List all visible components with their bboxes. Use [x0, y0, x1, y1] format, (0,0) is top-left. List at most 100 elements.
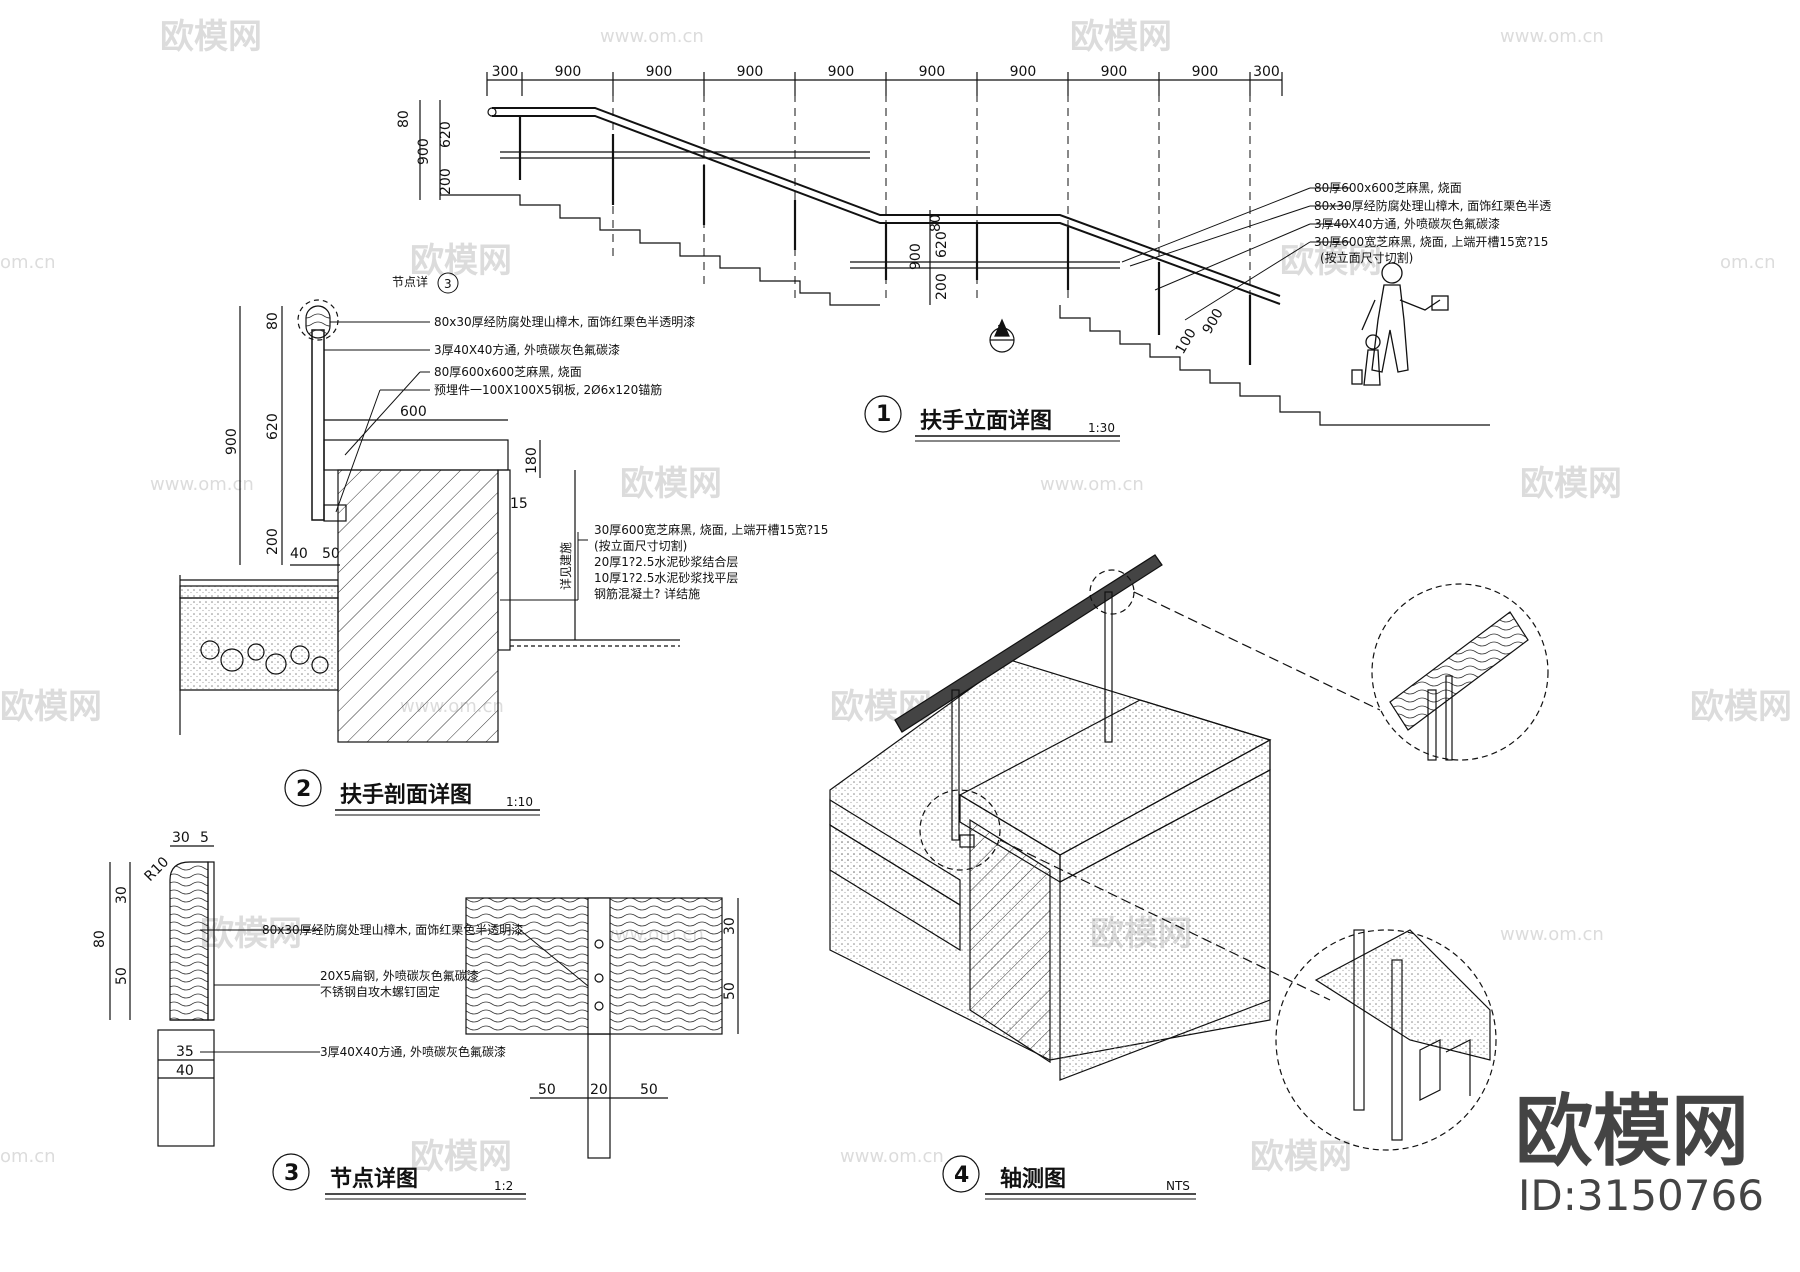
node-note: 3厚40X40方通, 外喷碳灰色氟碳漆: [320, 1044, 506, 1059]
elevation-dim-left: 80: [396, 110, 412, 128]
elevation-top-dim: 900: [1192, 64, 1219, 80]
watermark-url: www.om.cn: [600, 26, 704, 47]
enlarged-anchor: [1419, 1039, 1441, 1101]
wall-cut-face: [969, 818, 1051, 1064]
node-note: 80x30厚经防腐处理山樟木, 面饰红栗色半透明漆: [262, 922, 523, 937]
callout-leader: [999, 839, 1331, 1001]
elevation-leaders: [1121, 187, 1350, 321]
section-side-label: 详见建施: [558, 542, 573, 590]
watermark-url: www.om.cn: [1500, 26, 1604, 47]
watermark-url: www.om.cn: [1500, 924, 1604, 945]
section-note: 预埋件一100X100X5钢板, 2Ø6x120锚筋: [434, 382, 662, 397]
watermark-brand: 欧模网: [1690, 687, 1792, 727]
granite-cap: [323, 439, 509, 471]
elevation-dim-left: 620: [438, 121, 454, 148]
square-tube-section: [157, 1029, 215, 1147]
enlarged-anchor: [1445, 1039, 1471, 1096]
elevation-note: 80x30厚经防腐处理山樟木, 面饰红栗色半透: [1314, 198, 1551, 213]
upper-stair-flight: [440, 194, 880, 306]
enlarged-post: [1445, 675, 1453, 761]
drawing-number-circle: [284, 769, 322, 807]
section-dim: 600: [400, 404, 427, 420]
watermark-url: om.cn: [0, 252, 56, 273]
handrail-timber: [305, 305, 331, 339]
drawing-scale: 1:30: [1088, 421, 1115, 435]
wall-front-face: [1059, 769, 1271, 1081]
elevation-note: 80厚600x600芝麻黑, 烧面: [1314, 180, 1462, 195]
drawing-number-circle: [942, 1155, 980, 1193]
node-labels: 30 5 80 30 50 R10 35 40 30 50 50 20 50 8…: [92, 830, 738, 1200]
enlarged-timber: [1389, 611, 1529, 731]
node-leaders: [200, 929, 589, 1053]
node-dim-bottom: 40: [176, 1063, 194, 1079]
screw-hole: [594, 973, 604, 983]
paving-layer: [179, 585, 339, 599]
gravel-stones: [200, 640, 329, 675]
section-dim: 15: [510, 496, 528, 512]
section-note: 10厚1?2.5水泥砂浆找平层: [594, 570, 738, 585]
watermark-brand: 欧模网: [1280, 241, 1382, 281]
elevation-top-dim: 300: [492, 64, 519, 80]
watermark-brand: 欧模网: [410, 241, 512, 281]
brand-id: ID:3150766: [1518, 1171, 1764, 1220]
node-dim-right: 50: [722, 982, 738, 1000]
section-mark-number: 2: [997, 323, 1006, 339]
watermark-brand: 欧模网: [160, 17, 262, 57]
watermark-url: www.om.cn: [1040, 474, 1144, 495]
watermark-brand: 欧模网: [200, 914, 302, 954]
node-dim-left: 30: [114, 886, 130, 904]
section-leaders: [324, 321, 588, 601]
node-dim-left: 80: [92, 930, 108, 948]
watermark-url: om.cn: [1720, 252, 1776, 273]
flat-steel-plan: [587, 897, 611, 1035]
detail-ref-label: 节点详: [392, 274, 428, 289]
concrete-wall: [337, 469, 499, 743]
handrail-post: [1104, 591, 1113, 743]
watermark-url: www.om.cn: [840, 1146, 944, 1167]
enlarged-detail-top: [1371, 583, 1549, 761]
timber-section: [169, 861, 209, 1021]
gravel-layer: [829, 823, 961, 952]
node-radius: R10: [142, 854, 173, 885]
watermark-url: www.om.cn: [150, 474, 254, 495]
callout-leader: [1133, 591, 1381, 711]
node-dim-top: 30: [172, 830, 190, 846]
section-dim: 180: [524, 447, 540, 474]
section-dim: 200: [265, 528, 281, 555]
elevation-step-dim: 900: [1200, 306, 1227, 337]
screw-hole: [594, 939, 604, 949]
elevation-top-dim: 900: [555, 64, 582, 80]
drawing-number: 2: [296, 777, 311, 802]
node-detail-drawing: [109, 845, 739, 1159]
drawing-title: 轴测图: [1000, 1166, 1066, 1192]
handrail-post: [311, 329, 325, 521]
watermark-brand: 欧模网: [1070, 17, 1172, 57]
watermark-brand: 欧模网: [0, 687, 102, 727]
node-dim-plan: 50: [538, 1082, 556, 1098]
granite-facing: [497, 469, 511, 651]
lower-stair-flight: [1059, 305, 1490, 426]
drawing-number: 4: [954, 1163, 969, 1188]
section-dim: 40: [290, 546, 308, 562]
scale-figures: [1351, 262, 1449, 386]
watermark-brand: 欧模网: [1520, 464, 1622, 504]
detail-ref-number: 3: [444, 277, 452, 291]
elevation-top-dim: 300: [1253, 64, 1280, 80]
section-labels: 节点详 3 80 620 200 900 600 180 15 40 50 详见…: [224, 272, 828, 816]
section-note: 3厚40X40方通, 外喷碳灰色氟碳漆: [434, 342, 620, 357]
drawing-title: 扶手剖面详图: [340, 782, 472, 808]
elevation-dim-mid: 620: [934, 231, 950, 258]
node-dim-plan: 20: [590, 1082, 608, 1098]
section-dim: 80: [265, 312, 281, 330]
handrail-end-cap: [487, 107, 497, 117]
post-base-bracket: [959, 834, 975, 848]
axonometric-labels: 4 轴测图 NTS: [942, 1155, 1196, 1200]
handrail-top-line: [492, 107, 1281, 297]
dimension-ticks: [486, 72, 1283, 96]
handrail-bottom-line: [492, 115, 1281, 305]
drawing-number-circle: [272, 1153, 310, 1191]
section-dim: 50: [322, 546, 340, 562]
detail-callout-circle: [919, 789, 1001, 871]
